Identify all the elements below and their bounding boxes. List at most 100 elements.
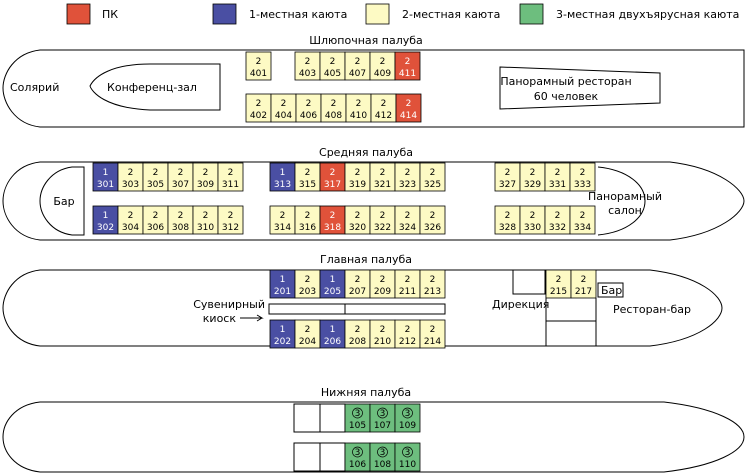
cabin-capacity: 2 <box>355 168 361 178</box>
cabin-number: 211 <box>399 287 416 297</box>
cabin-capacity: 2 <box>305 211 311 221</box>
cabin-number: 311 <box>222 180 239 190</box>
cabin-capacity: 2 <box>330 211 336 221</box>
cabin-capacity: 2 <box>580 168 586 178</box>
cabin-number: 324 <box>399 223 416 233</box>
cabin-capacity: 2 <box>203 211 209 221</box>
cabin-number: 212 <box>399 337 416 347</box>
cabin-number: 319 <box>349 180 366 190</box>
cabin-capacity: 2 <box>281 99 287 109</box>
cabin-capacity: 2 <box>430 168 436 178</box>
cabin-box <box>294 205 321 235</box>
cabin-box <box>319 51 346 81</box>
legend-label-double: 2-местная каюта <box>402 8 500 21</box>
cabin-number: 201 <box>274 287 291 297</box>
cabin-number: 303 <box>122 180 139 190</box>
cabin-number: 410 <box>350 111 367 121</box>
hull-boat <box>2 49 745 128</box>
cabin-number: 314 <box>274 223 291 233</box>
cabin-number: 408 <box>325 111 342 121</box>
hull-lower <box>2 401 745 473</box>
cabin-capacity: 2 <box>505 211 511 221</box>
cabin-number: 317 <box>324 180 341 190</box>
cabin-number: 325 <box>424 180 441 190</box>
cabin-box <box>192 205 219 235</box>
cabin-number: 301 <box>97 180 114 190</box>
cabin-number: 308 <box>172 223 189 233</box>
cabin-number: 405 <box>324 69 341 79</box>
cabin-capacity: 2 <box>331 99 337 109</box>
